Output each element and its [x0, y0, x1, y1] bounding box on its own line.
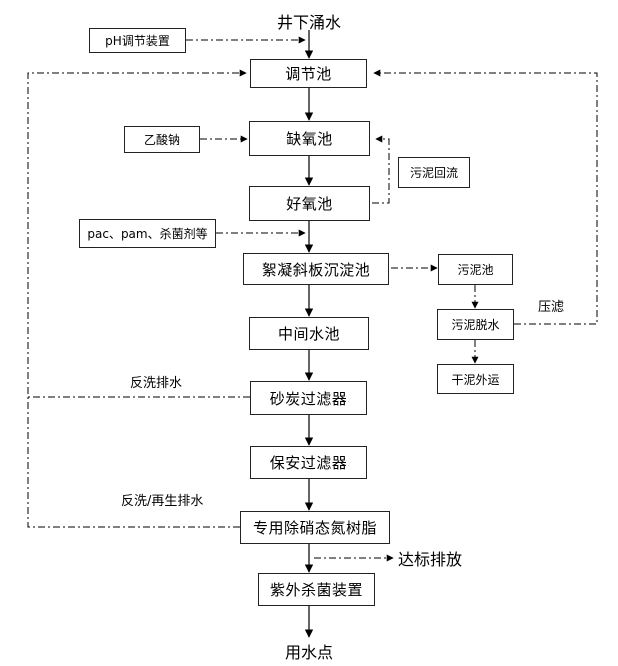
sludge-return-box: 污泥回流: [398, 157, 470, 188]
ph-adjust-device: pH调节装置: [89, 28, 186, 53]
nitrate-resin: 专用除硝态氮树脂: [240, 511, 390, 544]
backwash-label: 反洗排水: [130, 376, 183, 391]
inflow-label: 井下涌水: [277, 13, 342, 32]
sludge-return-line: [372, 135, 390, 204]
uv-sterilizer: 紫外杀菌装置: [258, 573, 375, 606]
press-filtrate-line: [373, 69, 598, 325]
anoxic-tank: 缺氧池: [249, 121, 370, 156]
sodium-acetate: 乙酸钠: [124, 126, 200, 153]
sludge-dewatering: 污泥脱水: [437, 309, 514, 340]
backwash-return-line: [27, 69, 250, 398]
flocculation-settling-tank: 絮凝斜板沉淀池: [243, 253, 389, 285]
discharge-label: 达标排放: [398, 550, 463, 569]
pac-pam-dosing: pac、pam、杀菌剂等: [79, 219, 216, 248]
intermediate-tank: 中间水池: [249, 317, 369, 350]
regulating-tank: 调节池: [250, 59, 367, 88]
sand-carbon-filter: 砂炭过滤器: [250, 381, 367, 415]
sludge-tank: 污泥池: [438, 254, 513, 285]
regen-backwash-label: 反洗/再生排水: [121, 494, 204, 509]
dry-sludge-transport: 干泥外运: [437, 364, 514, 394]
use-point-label: 用水点: [285, 643, 334, 662]
security-filter: 保安过滤器: [250, 446, 367, 479]
press-filter-label: 压滤: [538, 300, 565, 315]
regen-return-line: [27, 397, 240, 528]
aerobic-tank: 好氧池: [249, 186, 370, 221]
